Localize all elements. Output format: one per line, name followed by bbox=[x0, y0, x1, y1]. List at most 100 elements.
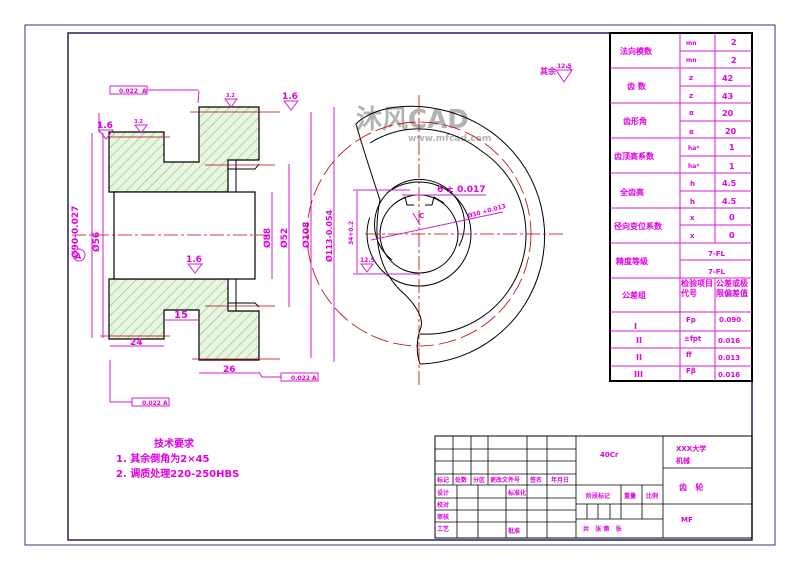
drawing-label: 径向变位系数 bbox=[614, 221, 663, 231]
drawing-label: 设计 bbox=[437, 489, 449, 497]
drawing-label: 1 bbox=[729, 143, 735, 152]
drawing-label: 12.5 bbox=[360, 257, 375, 264]
drawing-label: 机械 bbox=[676, 456, 690, 465]
outer-border bbox=[24, 24, 776, 546]
tolerance-frame-top: 0.022 A bbox=[109, 85, 199, 95]
drawing-label: C bbox=[419, 212, 424, 220]
drawing-label: Ø108 bbox=[301, 222, 312, 248]
drawing-label: 齿顶高系数 bbox=[614, 151, 655, 161]
drawing-label: h bbox=[690, 198, 695, 206]
tolerance-row: III Fβ 0.016 bbox=[634, 367, 740, 379]
drawing-label: 4.5 bbox=[722, 179, 737, 188]
param-row-precision: 精度等级 7-FL 7-FL bbox=[616, 250, 726, 276]
drawing-label: 1.6 bbox=[97, 121, 113, 131]
section-view: Ø90-0.027 Ø56 Ø88 Ø52 Ø108 Ø113-0.054 15… bbox=[70, 85, 335, 407]
drawing-label: 15 bbox=[174, 310, 188, 321]
drawing-label: XXX大学 bbox=[676, 444, 706, 453]
drawing-label: A bbox=[163, 400, 168, 407]
drawing-label: 43 bbox=[722, 92, 733, 101]
tolerance-frame-right: 0.022 A bbox=[280, 372, 319, 382]
drawing-label: ha* bbox=[688, 163, 700, 170]
drawing-label: ff bbox=[686, 351, 692, 359]
drawing-label: 沐风CAD bbox=[356, 105, 469, 135]
drawing-label: mn bbox=[686, 57, 697, 64]
drawing-label: 0.090 bbox=[719, 316, 741, 324]
roughness-symbols: 1.6 1.6 1.6 3.2 3.2 bbox=[97, 92, 300, 274]
tolerance-frame-bottom: 0.022 A bbox=[131, 397, 170, 407]
drawing-label: II bbox=[636, 353, 642, 362]
drawing-label: 42 bbox=[722, 74, 733, 83]
tolerance-item-header: 检验项目代号 bbox=[681, 279, 713, 298]
drawing-label: 3.2 bbox=[226, 93, 235, 99]
drawing-label: 7-FL bbox=[708, 268, 726, 276]
drawing-label: mn bbox=[686, 40, 697, 47]
drawing-label: 工艺 bbox=[437, 525, 449, 533]
drawing-label: 签名 bbox=[529, 476, 542, 484]
drawing-label: 重量 bbox=[624, 492, 636, 500]
drawing-label: 6 ± 0.017 bbox=[437, 185, 486, 195]
technical-requirements: 技术要求 1. 其余倒角为2×45 2. 调质处理220-250HBS bbox=[116, 437, 239, 480]
drawing-label: 分区 bbox=[473, 476, 485, 484]
drawing-label: 0.022 bbox=[119, 88, 138, 95]
drawing-label: 共 张 第 张 bbox=[583, 525, 623, 533]
drawing-label: 24 bbox=[130, 338, 143, 348]
drawing-label: 2 bbox=[731, 56, 737, 65]
drawing-label: MF bbox=[681, 516, 693, 524]
drawing-label: 40Cr bbox=[600, 451, 619, 459]
drawing-label: 0.022 bbox=[291, 375, 310, 382]
drawing-label: 0.016 bbox=[718, 371, 740, 379]
drawing-label: Ø113-0.054 bbox=[324, 209, 334, 262]
drawing-label: 精度等级 bbox=[616, 256, 649, 266]
drawing-label: 1. 其余倒角为2×45 bbox=[116, 452, 210, 465]
drawing-label: 34+0.2 bbox=[348, 221, 355, 245]
drawing-label: 0.022 bbox=[142, 400, 161, 407]
title-block: 标记 处数 分区 更改文件号 签名 年月日 设计 校对 审核 工艺 标准化 批准… bbox=[434, 435, 753, 539]
gear-section-lower bbox=[108, 278, 260, 361]
drawing-label: A bbox=[75, 252, 82, 261]
datum-marker bbox=[72, 248, 86, 262]
drawing-label: 齿形角 bbox=[623, 116, 647, 126]
drawing-label: Ø52 bbox=[279, 228, 290, 248]
drawing-label: Fβ bbox=[686, 367, 696, 375]
drawing-label: x bbox=[690, 214, 695, 222]
drawing-label: Ø90-0.027 bbox=[70, 206, 81, 258]
drawing-label: www.mfcad.com bbox=[408, 134, 491, 144]
drawing-label: Ø30 +0.013 bbox=[467, 203, 507, 220]
drawing-label: A bbox=[312, 375, 317, 382]
drawing-label: 全齿高 bbox=[619, 187, 644, 197]
drawing-label: 批准 bbox=[508, 527, 520, 535]
roughness-other: 其余 12.5 bbox=[540, 63, 573, 83]
drawing-label: 阶段标记 bbox=[586, 492, 610, 500]
drawing-label: Ø88 bbox=[262, 228, 273, 248]
drawing-label: 1 bbox=[729, 162, 735, 171]
drawing-label: 3.2 bbox=[134, 119, 143, 125]
drawing-label: 7-FL bbox=[708, 250, 726, 258]
param-row-module: 法向模数 mn mn 2 2 bbox=[620, 38, 737, 65]
drawing-label: 20 bbox=[725, 127, 737, 136]
drawing-label: 标准化 bbox=[507, 489, 526, 497]
drawing-label: 法向模数 bbox=[620, 46, 653, 56]
drawing-label: ±fpt bbox=[684, 335, 702, 343]
drawing-label: 2 bbox=[731, 38, 737, 47]
watermark: 沐风CAD www.mfcad.com bbox=[356, 105, 491, 144]
end-view: 6 ± 0.017 Ø30 +0.013 34+0.2 C 12.5 bbox=[306, 95, 566, 385]
drawing-label: 0 bbox=[729, 231, 735, 240]
drawing-label: x bbox=[690, 232, 695, 240]
drawing-label: I bbox=[634, 322, 637, 331]
drawing-label: 更改文件号 bbox=[490, 476, 520, 484]
drawing-label: 1.6 bbox=[282, 92, 298, 102]
drawing-label: 校对 bbox=[437, 501, 449, 509]
drawing-label: 其余 bbox=[540, 66, 557, 76]
drawing-label: 0.016 bbox=[718, 337, 740, 345]
drawing-label: 年月日 bbox=[551, 476, 569, 484]
drawing-label: Ø56 bbox=[91, 232, 102, 252]
drawing-label: A bbox=[142, 88, 147, 95]
drawing-label: III bbox=[634, 370, 643, 379]
